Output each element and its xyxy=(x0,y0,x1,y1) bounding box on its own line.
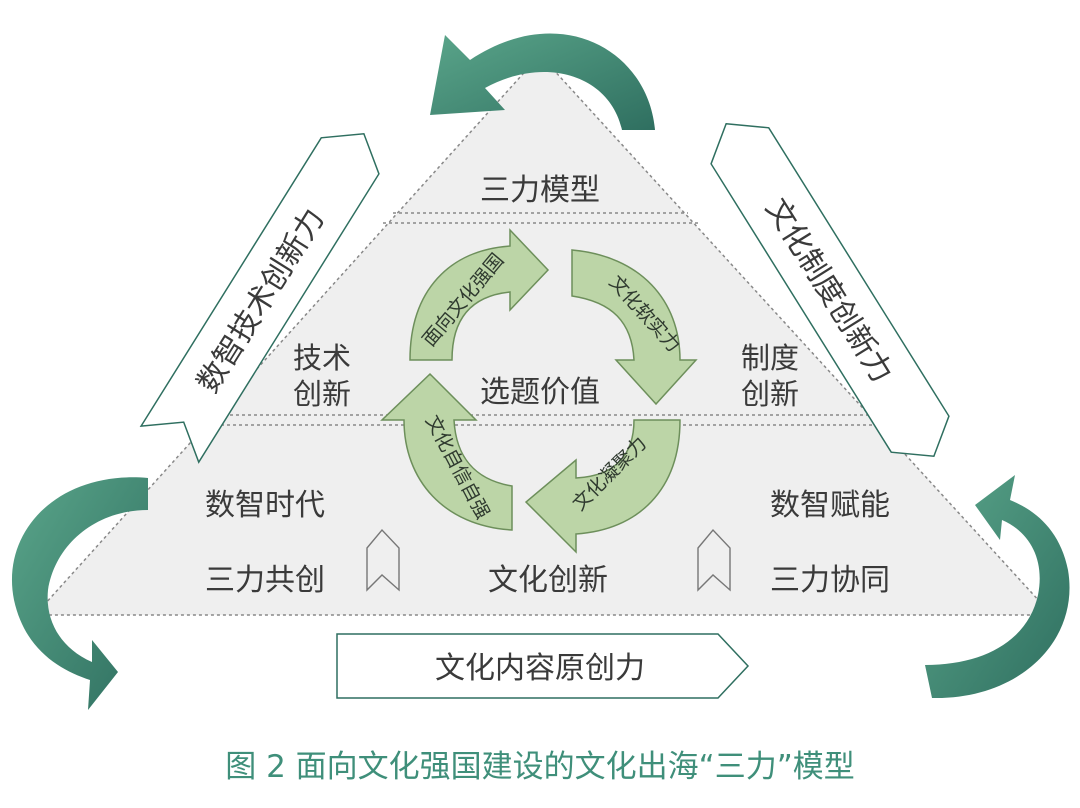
middle-left-label-line2: 创新 xyxy=(293,377,351,411)
middle-left-label-line1: 技术 xyxy=(293,341,351,375)
right-banner-shape xyxy=(710,122,950,458)
pyramid-top-label: 三力模型 xyxy=(480,173,600,208)
cycle-arrow-bottom-left xyxy=(380,372,513,531)
bottom-banner-shape xyxy=(336,633,750,699)
middle-right-label-line1: 制度 xyxy=(741,341,799,375)
bottom-right-top-label: 数智赋能 xyxy=(770,488,890,523)
chevron-up-icon-left xyxy=(366,528,400,592)
pyramid xyxy=(33,53,1054,616)
figure-caption: 图 2 面向文化强国建设的文化出海“三力”模型 xyxy=(225,749,855,785)
bottom-banner: 文化内容原创力 xyxy=(336,633,750,699)
curved-arrow-bottom-right xyxy=(925,475,1070,699)
cycle-arrows xyxy=(380,228,698,554)
bottom-banner-label: 文化内容原创力 xyxy=(435,651,645,686)
middle-right-label-line2: 创新 xyxy=(741,377,799,411)
middle-center-label: 选题价值 xyxy=(480,375,600,410)
bottom-right-bottom-label: 三力协同 xyxy=(770,563,890,598)
left-banner-shape xyxy=(139,132,380,464)
pyramid-shape xyxy=(33,53,1054,616)
curved-arrow-top xyxy=(430,33,655,130)
cycle-arrow-bottom-right xyxy=(524,419,681,554)
bottom-left-bottom-label: 三力共创 xyxy=(205,563,325,598)
cycle-arrow-top-left xyxy=(409,228,550,361)
bottom-center-label: 文化创新 xyxy=(488,563,608,598)
chevron-up-icon-right xyxy=(697,528,731,592)
curved-arrow-bottom-left xyxy=(11,477,148,710)
cycle-arrow-top-right xyxy=(571,249,698,406)
bottom-left-top-label: 数智时代 xyxy=(205,488,325,523)
